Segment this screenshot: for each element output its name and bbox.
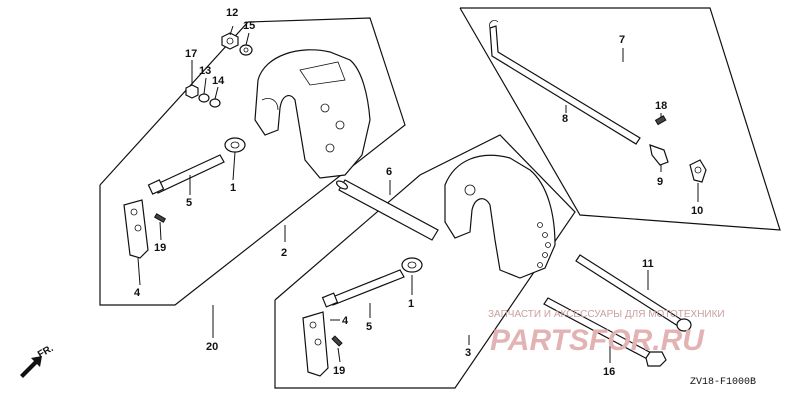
callout-1-lower: 1	[408, 298, 414, 310]
callout-17: 17	[185, 48, 197, 60]
watermark-logo: PARTSFOR.RU	[490, 324, 705, 357]
watermark: ЗАПЧАСТИ И АКСЕССУАРЫ ДЛЯ МОТОТЕХНИКИ PA…	[488, 309, 725, 357]
callout-11: 11	[642, 258, 654, 270]
group-outline-3	[274, 134, 576, 389]
diagram-code: ZV18-F1000B	[690, 377, 756, 388]
nut-12	[221, 32, 239, 50]
callout-2: 2	[281, 247, 287, 259]
right-stern-bracket	[444, 154, 556, 279]
distance-tube	[335, 179, 439, 241]
direction-indicator: FR.	[20, 343, 56, 378]
watermark-caption: ЗАПЧАСТИ И АКСЕССУАРЫ ДЛЯ МОТОТЕХНИКИ	[488, 309, 725, 320]
grommet-10	[689, 159, 707, 183]
group-outline-20	[99, 17, 406, 306]
washer-14	[209, 98, 221, 108]
washer-13	[198, 93, 210, 103]
tilt-bolt-16	[543, 297, 667, 367]
clamp-pad-upper	[224, 137, 246, 153]
group-outline-7	[459, 7, 781, 231]
callout-4-upper: 4	[134, 287, 141, 299]
clamp-screw-lower	[321, 269, 405, 308]
callout-12: 12	[226, 7, 238, 19]
callout-6: 6	[386, 166, 392, 178]
tilt-rod	[489, 20, 641, 145]
clip-9	[649, 144, 669, 166]
spring-pin-18	[654, 115, 667, 126]
clamp-plate-lower	[302, 311, 329, 377]
left-stern-bracket	[254, 49, 371, 179]
tilt-bolt-11	[575, 254, 692, 332]
nut-17	[185, 84, 199, 99]
callout-9: 9	[657, 176, 663, 188]
clamp-plate-upper	[123, 199, 149, 259]
direction-label: FR.	[36, 343, 56, 361]
clamp-pad-lower	[401, 257, 423, 273]
callout-4-lower: 4	[342, 315, 349, 327]
washer-15	[239, 44, 253, 56]
callout-3: 3	[465, 347, 471, 359]
clamp-screw-upper	[147, 154, 225, 195]
callout-7: 7	[619, 34, 625, 46]
pin-19-upper	[153, 213, 167, 223]
callout-1-upper: 1	[230, 182, 236, 194]
callout-19-upper: 19	[154, 242, 166, 254]
leader-lines	[137, 25, 699, 363]
callout-5-upper: 5	[186, 197, 192, 209]
callout-20: 20	[206, 341, 218, 353]
callout-5-lower: 5	[366, 321, 372, 333]
pin-19-lower	[331, 335, 343, 347]
callout-15: 15	[243, 20, 255, 32]
callout-14: 14	[212, 75, 225, 87]
arrow-icon	[20, 356, 42, 378]
callout-10: 10	[691, 205, 703, 217]
callout-13: 13	[199, 65, 211, 77]
callout-18: 18	[655, 100, 667, 112]
callout-19-lower: 19	[333, 365, 345, 377]
callout-8: 8	[562, 113, 568, 125]
callout-16: 16	[603, 366, 615, 378]
